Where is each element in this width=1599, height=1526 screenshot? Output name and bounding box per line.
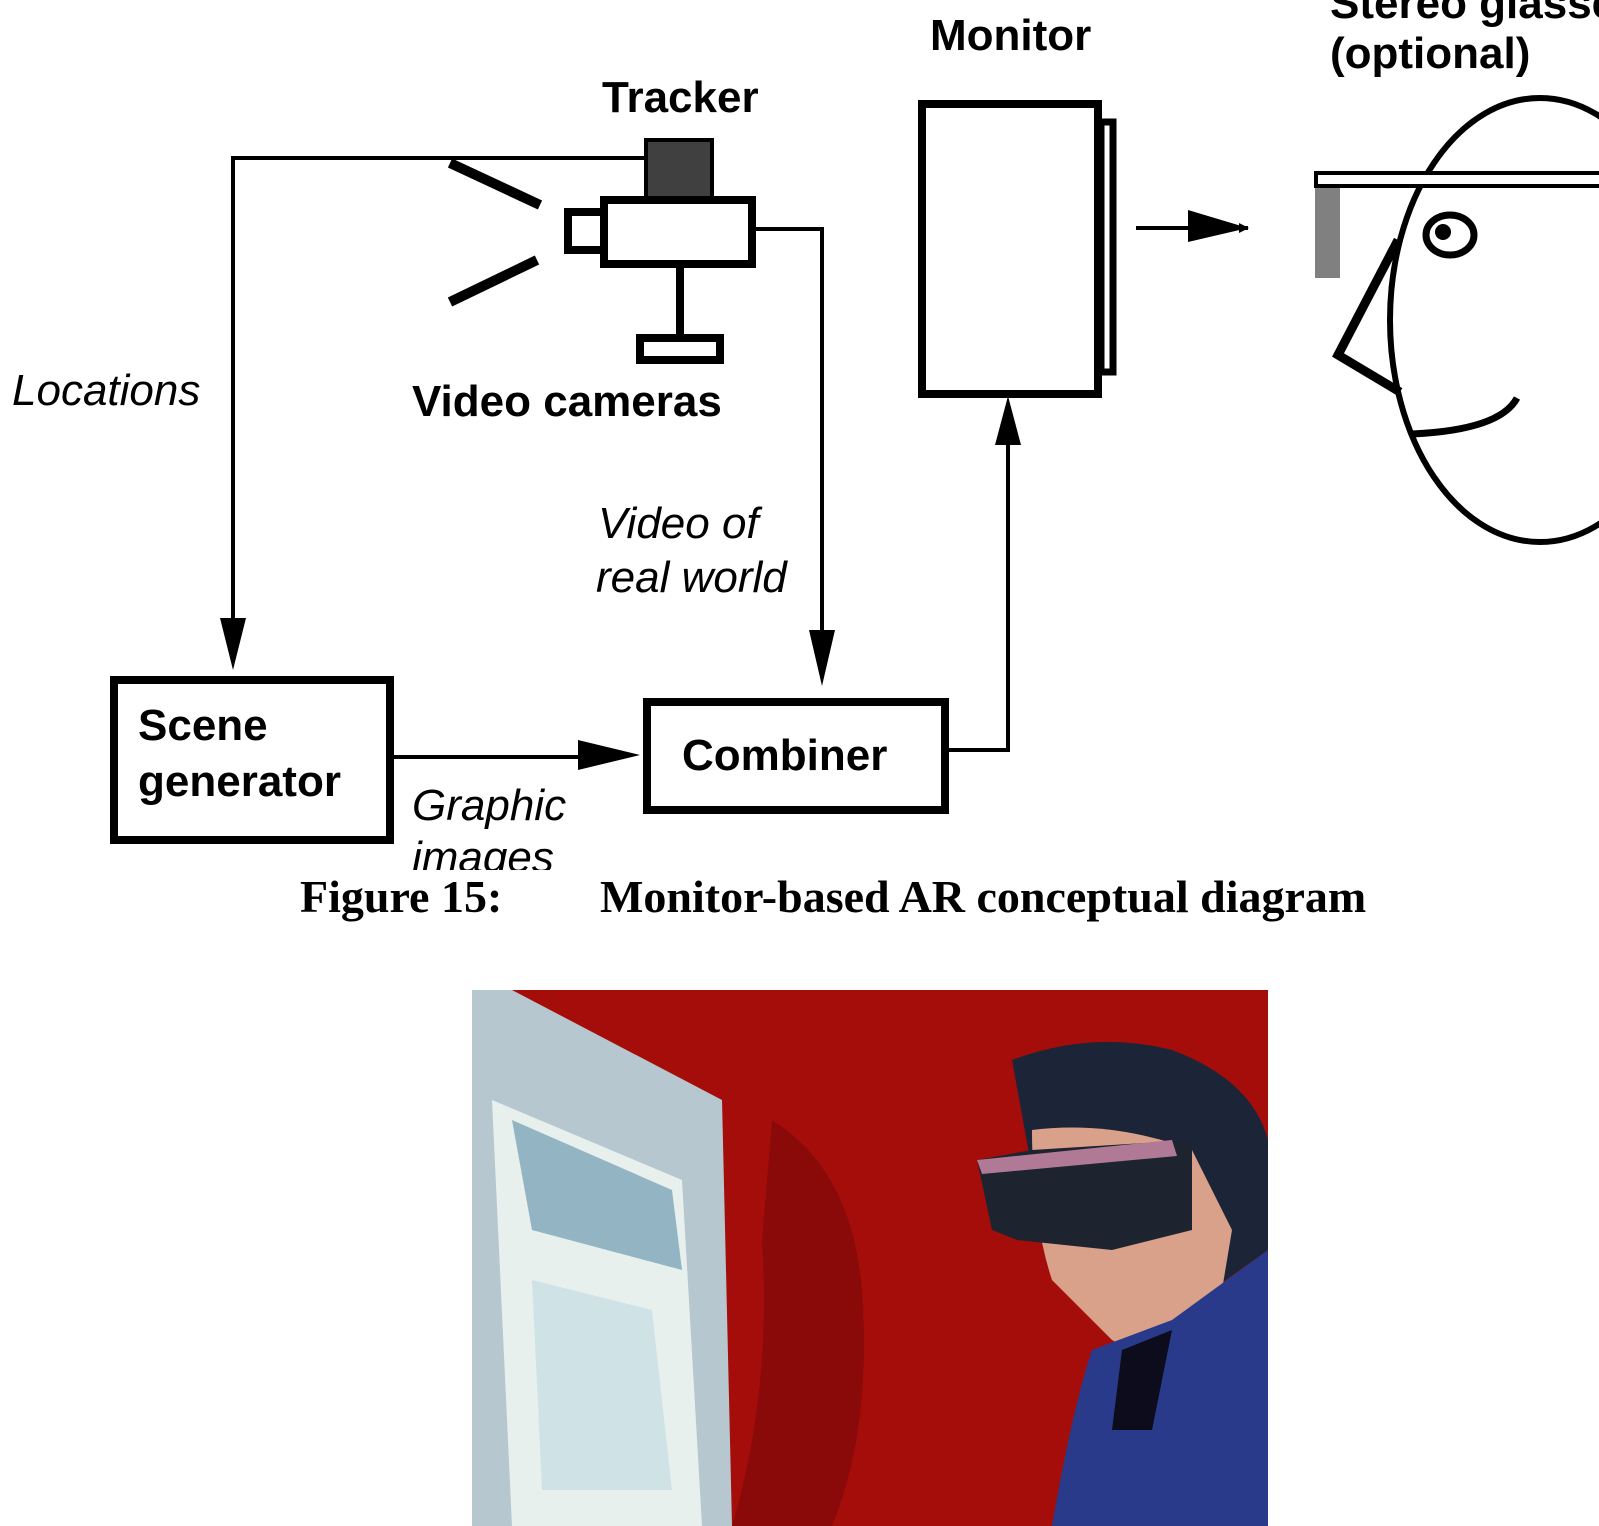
eye-icon: [1422, 211, 1478, 259]
monitor-in-photo: [472, 990, 732, 1526]
stereo-glasses-frame: [1314, 171, 1599, 188]
camera-stand: [636, 334, 724, 364]
combiner-box: [643, 698, 949, 814]
camera-lens: [564, 208, 608, 254]
ar-conceptual-diagram: Monitor Stereo glasses (optional) Tracke…: [12, 0, 1599, 870]
video-of-real-world-label-line1: Video of: [598, 499, 763, 548]
graphic-images-label-line1: Graphic: [412, 781, 566, 830]
combiner-to-monitor-connector: [949, 440, 1010, 752]
shadow: [732, 1120, 864, 1526]
video-camera-icon: [447, 138, 756, 364]
video-of-real-world-label-line2: real world: [596, 553, 788, 602]
stereo-glasses-lens: [1315, 188, 1340, 278]
figure-number: Figure 15:: [300, 871, 503, 922]
scene-generator-label-line2: generator: [138, 757, 341, 806]
video-connector: [752, 227, 824, 660]
locations-label: Locations: [12, 366, 200, 415]
person-in-photo: [977, 1042, 1268, 1526]
monitor-label: Monitor: [930, 11, 1091, 60]
tracker-label: Tracker: [602, 73, 759, 122]
figure-caption: Figure 15: Monitor-based AR conceptual di…: [300, 870, 1366, 923]
monitor-icon: [918, 100, 1117, 398]
viewer-head-icon: [1314, 95, 1599, 545]
tracker-icon: [644, 138, 714, 200]
scene-generator-box: [110, 676, 394, 844]
graphic-images-label-line2: images: [412, 833, 554, 870]
ar-user-photo: [472, 990, 1268, 1526]
camera-body: [600, 196, 756, 268]
stereo-glasses-label: Stereo glasses: [1330, 0, 1599, 28]
combiner-label: Combiner: [682, 731, 887, 780]
figure-title: Monitor-based AR conceptual diagram: [600, 871, 1367, 922]
stereo-glasses-optional-label: (optional): [1330, 29, 1530, 78]
scene-generator-label-line1: Scene: [138, 701, 268, 750]
video-cameras-label: Video cameras: [412, 377, 722, 426]
locations-connector: [231, 156, 646, 640]
